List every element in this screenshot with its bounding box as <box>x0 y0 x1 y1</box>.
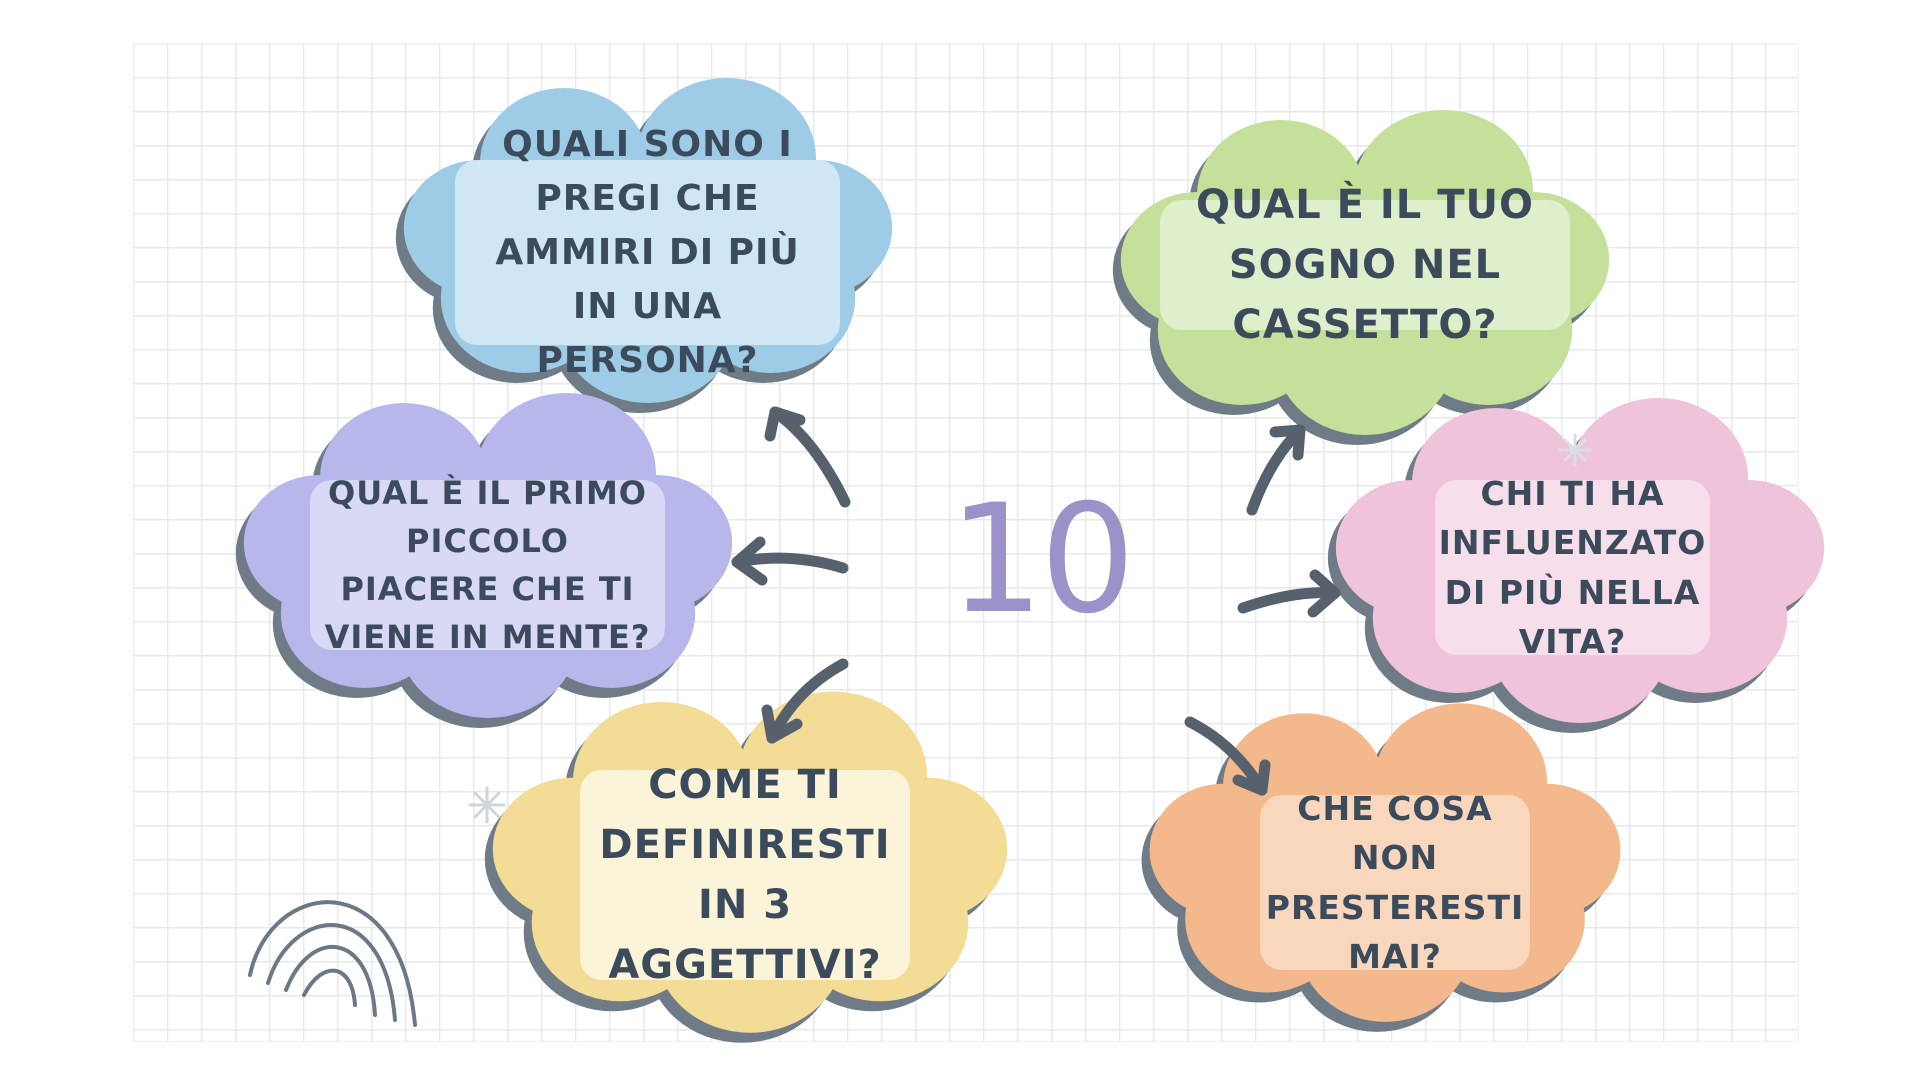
center-number: 10 <box>948 473 1136 647</box>
question-blue: QUALI SONO I PREGI CHE AMMIRI DI PIÙ IN … <box>455 124 840 381</box>
question-yellow: COME TI DEFINIRESTI IN 3 AGGETTIVI? <box>580 762 910 988</box>
rainbow-doodle <box>248 900 417 1027</box>
sparkle-icon <box>1558 433 1592 467</box>
arrow-to-orange <box>1184 716 1271 796</box>
question-green: QUAL È IL TUO SOGNO NEL CASSETTO? <box>1160 182 1570 348</box>
question-purple: QUAL È IL PRIMO PICCOLO PIACERE CHE TI V… <box>310 474 665 656</box>
question-pink: CHI TI HA INFLUENZATO DI PIÙ NELLA VITA? <box>1435 474 1710 661</box>
arrow-to-yellow <box>761 658 849 744</box>
question-orange: CHE COSA NON PRESTERESTI MAI? <box>1260 789 1530 976</box>
arrow-to-green <box>1246 424 1306 516</box>
sparkle-icon <box>468 786 506 824</box>
arrow-to-pink <box>1237 569 1341 618</box>
arrow-to-purple <box>731 536 849 586</box>
arrow-to-blue <box>764 406 851 508</box>
